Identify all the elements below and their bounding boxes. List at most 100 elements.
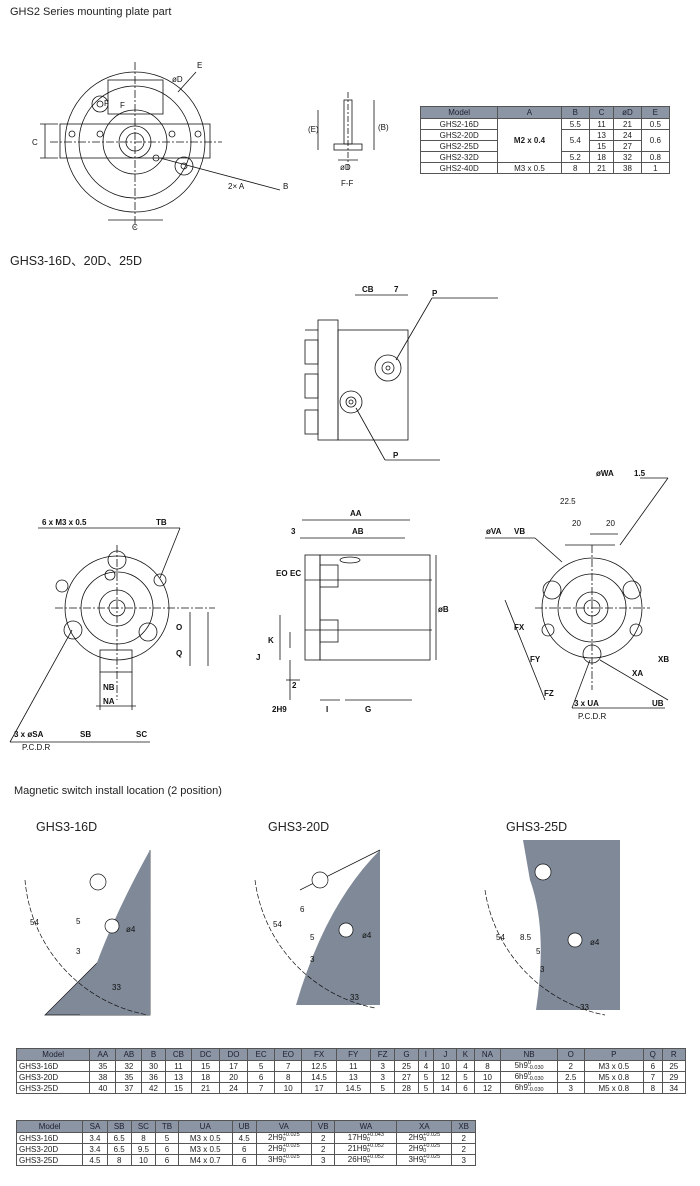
t2-header-4: CB bbox=[164, 1048, 193, 1061]
t2-header-21: R bbox=[661, 1048, 687, 1061]
t1-h-c: C bbox=[588, 106, 615, 119]
label-f1: F bbox=[104, 99, 109, 108]
heading-ghs2: GHS2 Series mounting plate part bbox=[10, 6, 172, 18]
t2-header-8: EO bbox=[273, 1048, 303, 1061]
label-g: G bbox=[365, 705, 371, 714]
label-na: NA bbox=[103, 697, 115, 706]
label-phiD2: øD bbox=[340, 163, 351, 172]
t2-header-10: FY bbox=[335, 1048, 371, 1061]
label-eo: EO bbox=[276, 569, 288, 578]
t2-header-14: J bbox=[433, 1048, 458, 1061]
label-k: K bbox=[268, 636, 274, 645]
t2-header-17: NB bbox=[500, 1048, 558, 1061]
t3-header-8: VB bbox=[310, 1120, 336, 1133]
mag20-54: 54 bbox=[273, 920, 282, 929]
t2-header-3: B bbox=[141, 1048, 166, 1061]
t3-header-9: WA bbox=[334, 1120, 398, 1133]
label-j: J bbox=[256, 653, 260, 662]
t2-header-12: G bbox=[394, 1048, 419, 1061]
t3-header-6: UB bbox=[231, 1120, 257, 1133]
t2-header-5: DC bbox=[191, 1048, 220, 1061]
label-b2: (B) bbox=[378, 123, 389, 132]
label-f2: F bbox=[120, 101, 125, 110]
t3-header-1: SA bbox=[82, 1120, 108, 1133]
t2-header-2: AB bbox=[115, 1048, 143, 1061]
label-o: O bbox=[176, 623, 182, 632]
label-sa: 3 x øSA bbox=[14, 730, 44, 739]
label-pcd1: P.C.D.R bbox=[22, 743, 51, 752]
label-h9: 2H9 bbox=[272, 705, 287, 714]
t2-header-15: K bbox=[456, 1048, 475, 1061]
t3-header-0: Model bbox=[15, 1120, 84, 1133]
mag20-3: 3 bbox=[310, 955, 315, 964]
mag25-33: 33 bbox=[580, 1003, 589, 1012]
label-seven: 7 bbox=[394, 285, 399, 294]
t2-header-1: AA bbox=[89, 1048, 117, 1061]
label-xa: XA bbox=[632, 669, 643, 678]
t1-h-d: øD bbox=[613, 106, 642, 119]
label-phiB: øB bbox=[438, 605, 449, 614]
label-b1: B bbox=[283, 182, 288, 191]
label-nb: NB bbox=[103, 683, 115, 692]
label-w15: 1.5 bbox=[634, 469, 646, 478]
label-ub: UB bbox=[652, 699, 664, 708]
label-phiD: øD bbox=[172, 75, 183, 84]
table-row: GHS2-16D M2 x 0.4 5.5 11 21 0.5 bbox=[419, 118, 671, 163]
mag16-title: GHS3-16D bbox=[36, 820, 98, 834]
label-fz: FZ bbox=[544, 689, 554, 698]
mag25-phi4: ø4 bbox=[590, 938, 600, 947]
t3-header-2: SB bbox=[106, 1120, 132, 1133]
mag16-54: 54 bbox=[30, 918, 39, 927]
label-aa: AA bbox=[350, 509, 362, 518]
label-va: øVA bbox=[486, 527, 502, 536]
t2-header-18: O bbox=[556, 1048, 585, 1061]
label-ab: AB bbox=[352, 527, 364, 536]
mag16-33: 33 bbox=[112, 983, 121, 992]
t3-header-5: UA bbox=[177, 1120, 233, 1133]
heading-magnetic: Magnetic switch install location (2 posi… bbox=[14, 785, 222, 797]
label-e: E bbox=[197, 61, 202, 70]
label-i: I bbox=[326, 705, 328, 714]
label-m3: 6 x M3 x 0.5 bbox=[42, 518, 87, 527]
heading-ghs3: GHS3-16D、20D、25D bbox=[10, 254, 142, 268]
label-q: Q bbox=[176, 649, 182, 658]
magnetic-switch-20d: 54 6 5 3 ø4 33 bbox=[254, 849, 381, 1009]
t2-header-11: FZ bbox=[369, 1048, 396, 1061]
t1-h-e: E bbox=[640, 106, 671, 119]
t3-header-4: TB bbox=[155, 1120, 179, 1133]
label-cb: CB bbox=[362, 285, 374, 294]
label-ff: F-F bbox=[341, 179, 354, 188]
label-p1: P bbox=[432, 289, 438, 298]
label-p2: P bbox=[393, 451, 399, 460]
t3-header-3: SC bbox=[130, 1120, 157, 1133]
magnetic-switch-25d: 54 8.5 5 3 ø4 33 bbox=[484, 840, 620, 1016]
t2-header-7: EC bbox=[247, 1048, 275, 1061]
mag20-phi4: ø4 bbox=[362, 931, 372, 940]
label-ua: 3 x UA bbox=[574, 699, 599, 708]
t2-header-16: NA bbox=[473, 1048, 502, 1061]
mag25-85: 8.5 bbox=[520, 933, 532, 942]
mag16-phi4: ø4 bbox=[126, 925, 136, 934]
t2-header-9: FX bbox=[301, 1048, 337, 1061]
label-vb: VB bbox=[514, 527, 525, 536]
t2-header-19: P bbox=[583, 1048, 644, 1061]
label-xb: XB bbox=[658, 655, 669, 664]
label-two: 2 bbox=[292, 681, 297, 690]
t2-header-13: I bbox=[417, 1048, 435, 1061]
drawing-labels: E øD F F C C 2× A B (E) (B) øD F-F CB 7 … bbox=[14, 61, 669, 752]
table-row: GHS2-20D 5.4 13 24 0.6 bbox=[419, 129, 671, 152]
t2-header-6: DO bbox=[218, 1048, 249, 1061]
mag25-title: GHS3-25D bbox=[506, 820, 568, 834]
mag20-title: GHS3-20D bbox=[268, 820, 330, 834]
t1-h-model: Model bbox=[419, 106, 499, 119]
label-ec: EC bbox=[290, 569, 301, 578]
label-w20b: 20 bbox=[606, 519, 615, 528]
